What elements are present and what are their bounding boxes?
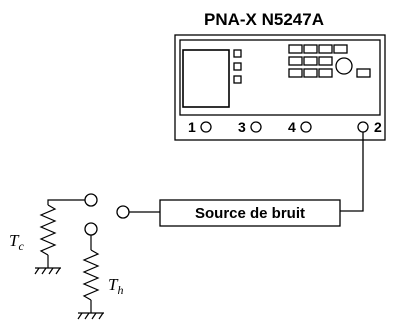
port-label-2: 2 [374,119,382,135]
rotary-knob [335,57,353,75]
source-input-terminal [116,205,130,219]
port-connector-3 [250,121,262,133]
pna-x-instrument [174,34,386,141]
label-tc-subscript: c [18,239,24,253]
port-label-3: 3 [238,119,246,135]
front-panel-key [333,44,348,54]
label-th: Th [108,275,123,297]
port-label-1: 1 [188,119,196,135]
front-panel-key [303,68,318,78]
label-th-subscript: h [117,283,123,297]
label-tc: Tc [9,231,24,253]
ground-hot-hatch [84,312,90,320]
front-panel-key [303,44,318,54]
ground-hot-hatch [98,312,104,320]
instrument-title: PNA-X N5247A [204,10,324,29]
front-panel-key [288,44,303,54]
ground-hot-hatch [91,312,97,320]
front-panel-key [356,68,371,78]
resistor-cold [34,199,85,275]
cable-port2-to-source [340,132,364,212]
noise-source-label: Source de bruit [195,205,305,222]
instrument-frame [174,34,386,141]
switch-terminal-cold [84,193,98,207]
switch-terminal-hot [84,222,98,236]
front-panel-key [288,68,303,78]
ground-cold-hatch [55,267,61,275]
front-panel-key [303,56,318,66]
front-panel-key [318,44,333,54]
front-panel-key [288,56,303,66]
port-connector-4 [300,121,312,133]
noise-source-box [159,199,341,227]
softkey [233,49,242,58]
resistor-cold-zigzag [39,204,57,256]
resistor-hot-zigzag [82,249,100,301]
label-tc-symbol: T [9,231,20,250]
softkey [233,62,242,71]
softkey [233,75,242,84]
port-label-4: 4 [288,119,296,135]
front-panel-key [318,68,333,78]
ground-cold-hatch [41,267,47,275]
ground-hot-hatch [77,312,83,320]
port-connector-1 [200,121,212,133]
display-screen [182,49,230,108]
instrument-inner-panel [179,39,381,116]
ground-cold-hatch [48,267,54,275]
resistor-hot [77,235,104,320]
ground-cold-hatch [34,267,40,275]
resistor-cold-lead [47,199,85,205]
front-panel-key [318,56,333,66]
label-th-symbol: T [108,275,119,294]
port-connector-2 [357,121,369,133]
